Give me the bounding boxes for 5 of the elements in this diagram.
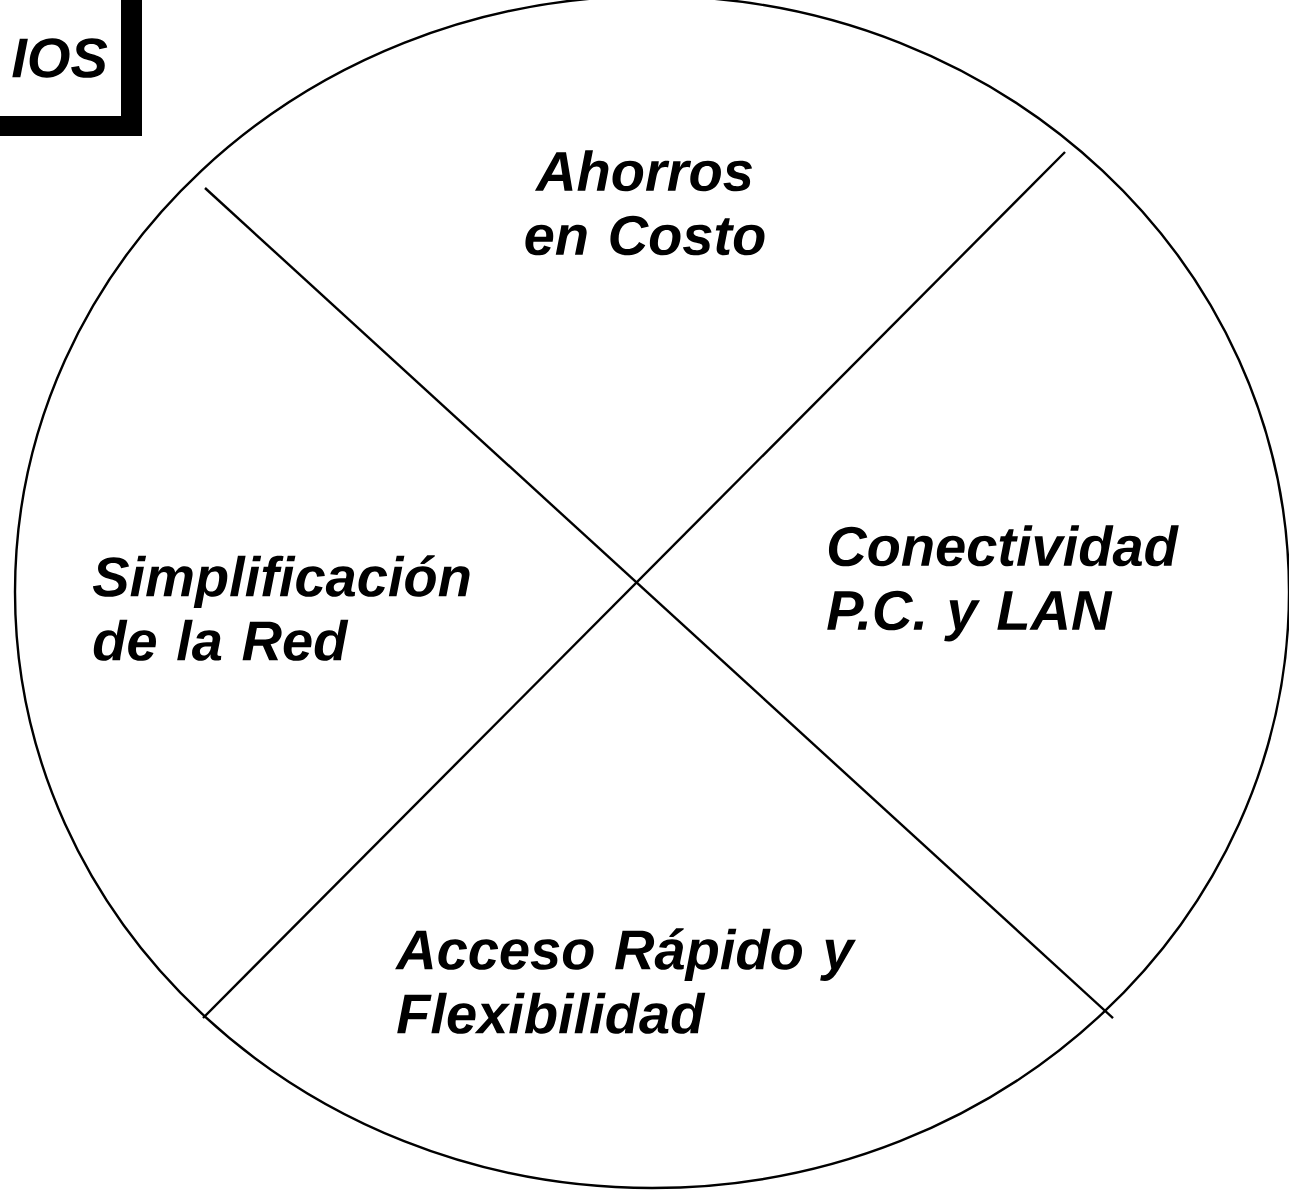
title-box: IOS — [0, 0, 142, 136]
sector-label: Ahorros en Costo — [525, 150, 765, 256]
sector-label: Simplificación de la Red — [92, 555, 470, 661]
sector-label: Conectividad P.C. y LAN — [827, 525, 1179, 642]
sector-label: Acceso Rápido y Flexibilidad — [395, 928, 856, 1034]
